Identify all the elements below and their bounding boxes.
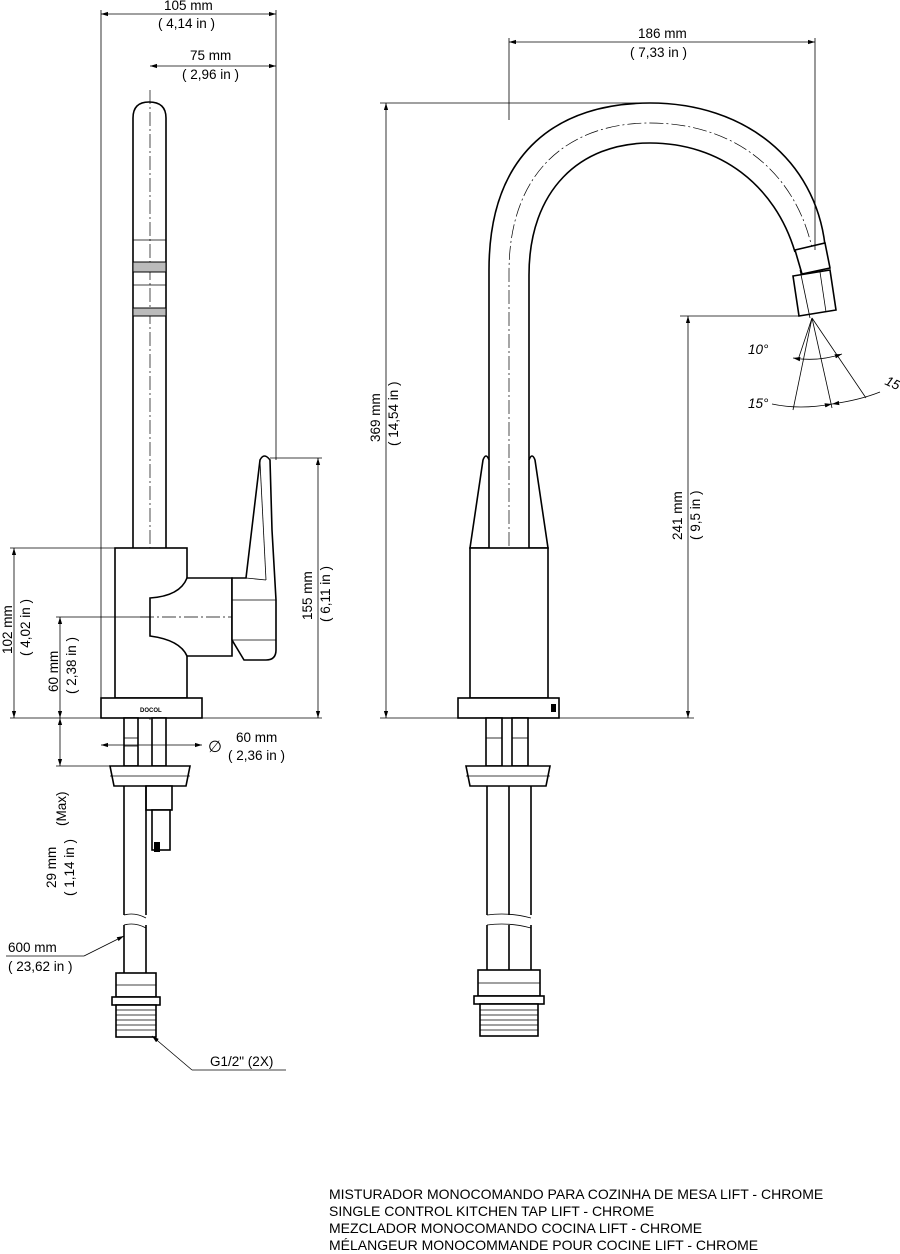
lever-axis-in: ( 2,38 in )	[64, 637, 79, 694]
angle-15-left: 15°	[748, 396, 769, 411]
body-height-mm: 102 mm	[0, 605, 15, 654]
reach-in: ( 7,33 in )	[630, 45, 687, 60]
base-diameter-mm: 60 mm	[236, 730, 277, 745]
spout-height-mm: 241 mm	[670, 491, 685, 540]
front-view: 10° 15° 15°	[457, 102, 900, 1037]
height-total-mm: 369 mm	[368, 393, 383, 442]
title-en: SINGLE CONTROL KITCHEN TAP LIFT - CHROME	[329, 1203, 655, 1219]
thread-label: G1/2" (2X)	[210, 1054, 273, 1069]
angle-15-right: 15°	[883, 373, 900, 395]
brand-mark: DOCOL	[140, 708, 162, 714]
hose-length-mm: 600 mm	[8, 940, 57, 955]
diameter-symbol: ∅	[208, 739, 222, 756]
body-height-in: ( 4,02 in )	[18, 599, 33, 656]
side-dimensions: 105 mm ( 4,14 in ) 75 mm ( 2,96 in ) 155…	[0, 0, 333, 1071]
max-thickness-mm: 29 mm	[44, 847, 59, 888]
handle-height-mm: 155 mm	[300, 571, 315, 620]
base-diameter-in: ( 2,36 in )	[228, 748, 285, 763]
lever-axis-mm: 60 mm	[46, 651, 61, 692]
width-handle-mm: 75 mm	[190, 48, 231, 63]
hose-length-in: ( 23,62 in )	[8, 959, 73, 974]
handle-height-in: ( 6,11 in )	[318, 566, 333, 622]
angle-10: 10°	[748, 342, 769, 357]
width-handle-in: ( 2,96 in )	[182, 67, 239, 82]
title-fr: MÉLANGEUR MONOCOMMANDE POUR COCINE LIFT …	[329, 1237, 759, 1253]
width-total-mm: 105 mm	[164, 0, 213, 13]
front-dimensions: 186 mm ( 7,33 in ) 369 mm ( 14,54 in ) 2…	[368, 26, 816, 719]
side-view: DOCOL	[100, 90, 277, 1038]
max-thickness-note: (Max)	[54, 792, 69, 827]
title-es: MEZCLADOR MONOCOMANDO COCINA LIFT - CHRO…	[329, 1220, 703, 1236]
reach-mm: 186 mm	[638, 26, 687, 41]
height-total-in: ( 14,54 in )	[386, 381, 401, 446]
max-thickness-in: ( 1,14 in )	[62, 839, 77, 896]
title-pt: MISTURADOR MONOCOMANDO PARA COZINHA DE M…	[329, 1186, 824, 1202]
spout-height-in: ( 9,5 in )	[688, 490, 703, 540]
width-total-in: ( 4,14 in )	[158, 16, 215, 31]
title-block: MISTURADOR MONOCOMANDO PARA COZINHA DE M…	[329, 1186, 823, 1254]
